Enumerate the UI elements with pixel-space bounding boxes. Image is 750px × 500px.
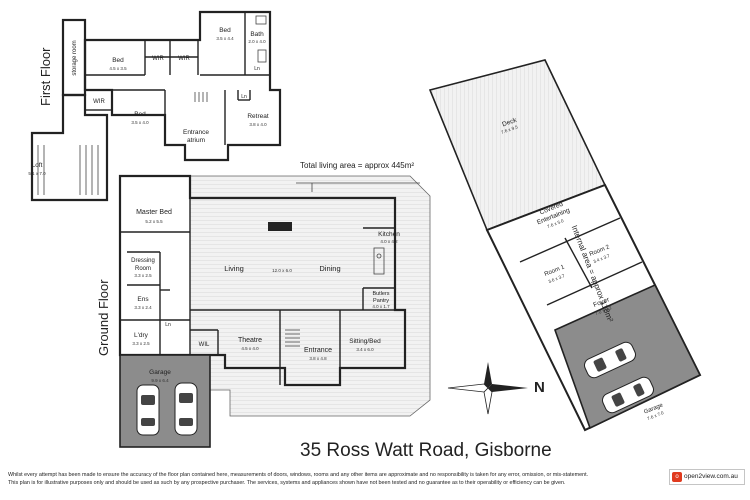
ln-upper-label: Ln [254, 66, 260, 72]
wir-left-label: WIR [93, 99, 105, 105]
entrance-atrium-label-2: atrium [187, 137, 205, 144]
butlers-pantry-label-2: Pantry [373, 298, 389, 304]
covered-entertaining-dims: 7.6 x 5.0 [546, 218, 564, 229]
foyer-dims: 7.0 x 3.2 [594, 305, 612, 316]
outbuilding-plan [428, 59, 702, 432]
butlers-pantry-dims: 4.0 x 1.7 [372, 304, 390, 309]
bath-label: Bath [250, 31, 264, 38]
butlers-pantry-label: Butlers [372, 291, 389, 297]
disclaimer-line-1: Whilst every attempt has been made to en… [8, 472, 589, 478]
garage-main-label: Garage [149, 369, 171, 376]
ens-label: Ens [137, 296, 149, 303]
total-living-area: Total living area = approx 445m² [300, 161, 415, 170]
wir-left-room [84, 89, 113, 111]
fireplace [268, 222, 292, 231]
ln-ground-label: Ln [165, 322, 171, 328]
dining-label: Dining [319, 264, 340, 273]
dressing-room-label-2: Room [135, 266, 151, 272]
living-label: Living [224, 264, 244, 273]
loft-label: Loft [32, 162, 43, 169]
first-floor-label: First Floor [38, 47, 53, 107]
theatre-label: Theatre [238, 337, 262, 344]
dressing-room-label: Dressing [131, 258, 155, 264]
ens-dims: 3.3 x 2.4 [134, 305, 152, 310]
kitchen-dims: 4.0 x 4.2 [380, 239, 398, 244]
kitchen-island [373, 247, 385, 275]
disclaimer: Whilst every attempt has been made to en… [8, 471, 668, 487]
laundry-label: L'dry [134, 332, 149, 339]
compass-north-label: N [534, 379, 545, 396]
dressing-room-dims: 3.3 x 2.5 [134, 273, 152, 278]
bed-first-left-dims: 4.5 x 3.5 [109, 66, 127, 71]
garage-main-dims: 9.9 x 6.4 [151, 378, 169, 383]
ln-first-label: Ln [241, 94, 247, 100]
wir-a-label: WIR [152, 56, 164, 62]
wil-label: WIL [199, 342, 210, 348]
kitchen-label: Kitchen [378, 231, 400, 238]
loft [30, 93, 109, 202]
property-address: 35 Ross Watt Road, Gisborne [300, 440, 552, 461]
car-icon-3 [584, 341, 636, 379]
ground-floor-label: Ground Floor [96, 279, 111, 356]
car-icon-2 [174, 382, 198, 436]
living-dims: 12.0 x 6.0 [272, 268, 292, 273]
loft-dims: 5.1 x 7.0 [28, 171, 46, 176]
room2-dims: 3.4 x 3.7 [592, 253, 610, 264]
wir-b-label: WIR [178, 56, 190, 62]
bed-first-mid-dims: 3.5 x 4.0 [131, 120, 149, 125]
retreat-label: Retreat [247, 113, 269, 120]
open2view-logo-text: open2view.com.au [684, 473, 738, 480]
bed-top-label: Bed [219, 27, 231, 34]
car-icon-4 [602, 376, 654, 414]
ground-floor-plan [118, 174, 431, 448]
sitting-bed-dims: 3.4 x 6.0 [356, 347, 374, 352]
entrance-ground-label: Entrance [304, 347, 332, 354]
master-bed-label: Master Bed [136, 209, 172, 216]
bed-first-left-label: Bed [112, 57, 124, 64]
storage-room-label: storage room [72, 40, 78, 75]
bath-dims: 2.0 x 4.0 [248, 39, 266, 44]
deck-label: Deck [501, 117, 518, 129]
entrance-ground-dims: 3.8 x 4.8 [309, 356, 327, 361]
bed-first-mid-label: Bed [134, 111, 146, 118]
retreat-dims: 3.8 x 4.0 [249, 122, 267, 127]
entrance-atrium-label: Entrance [183, 129, 209, 136]
open2view-logo-icon: o [672, 472, 682, 482]
car-icon-1 [136, 384, 160, 436]
room1-dims: 3.6 x 3.7 [547, 273, 565, 284]
laundry-dims: 3.3 x 2.5 [132, 341, 150, 346]
theatre-dims: 4.5 x 4.0 [241, 346, 259, 351]
outbuilding-garage-dims: 7.6 x 7.0 [646, 410, 664, 421]
disclaimer-line-2: This plan is for illustrative purposes o… [8, 480, 566, 486]
sitting-bed-label: Sitting/Bed [349, 338, 381, 345]
bed-top-dims: 3.5 x 4.4 [216, 36, 234, 41]
deck-dims: 7.6 x 9.5 [501, 124, 519, 135]
compass-icon [447, 362, 528, 415]
first-floor-plan [30, 10, 282, 202]
master-bed-dims: 5.2 x 5.5 [145, 219, 163, 224]
